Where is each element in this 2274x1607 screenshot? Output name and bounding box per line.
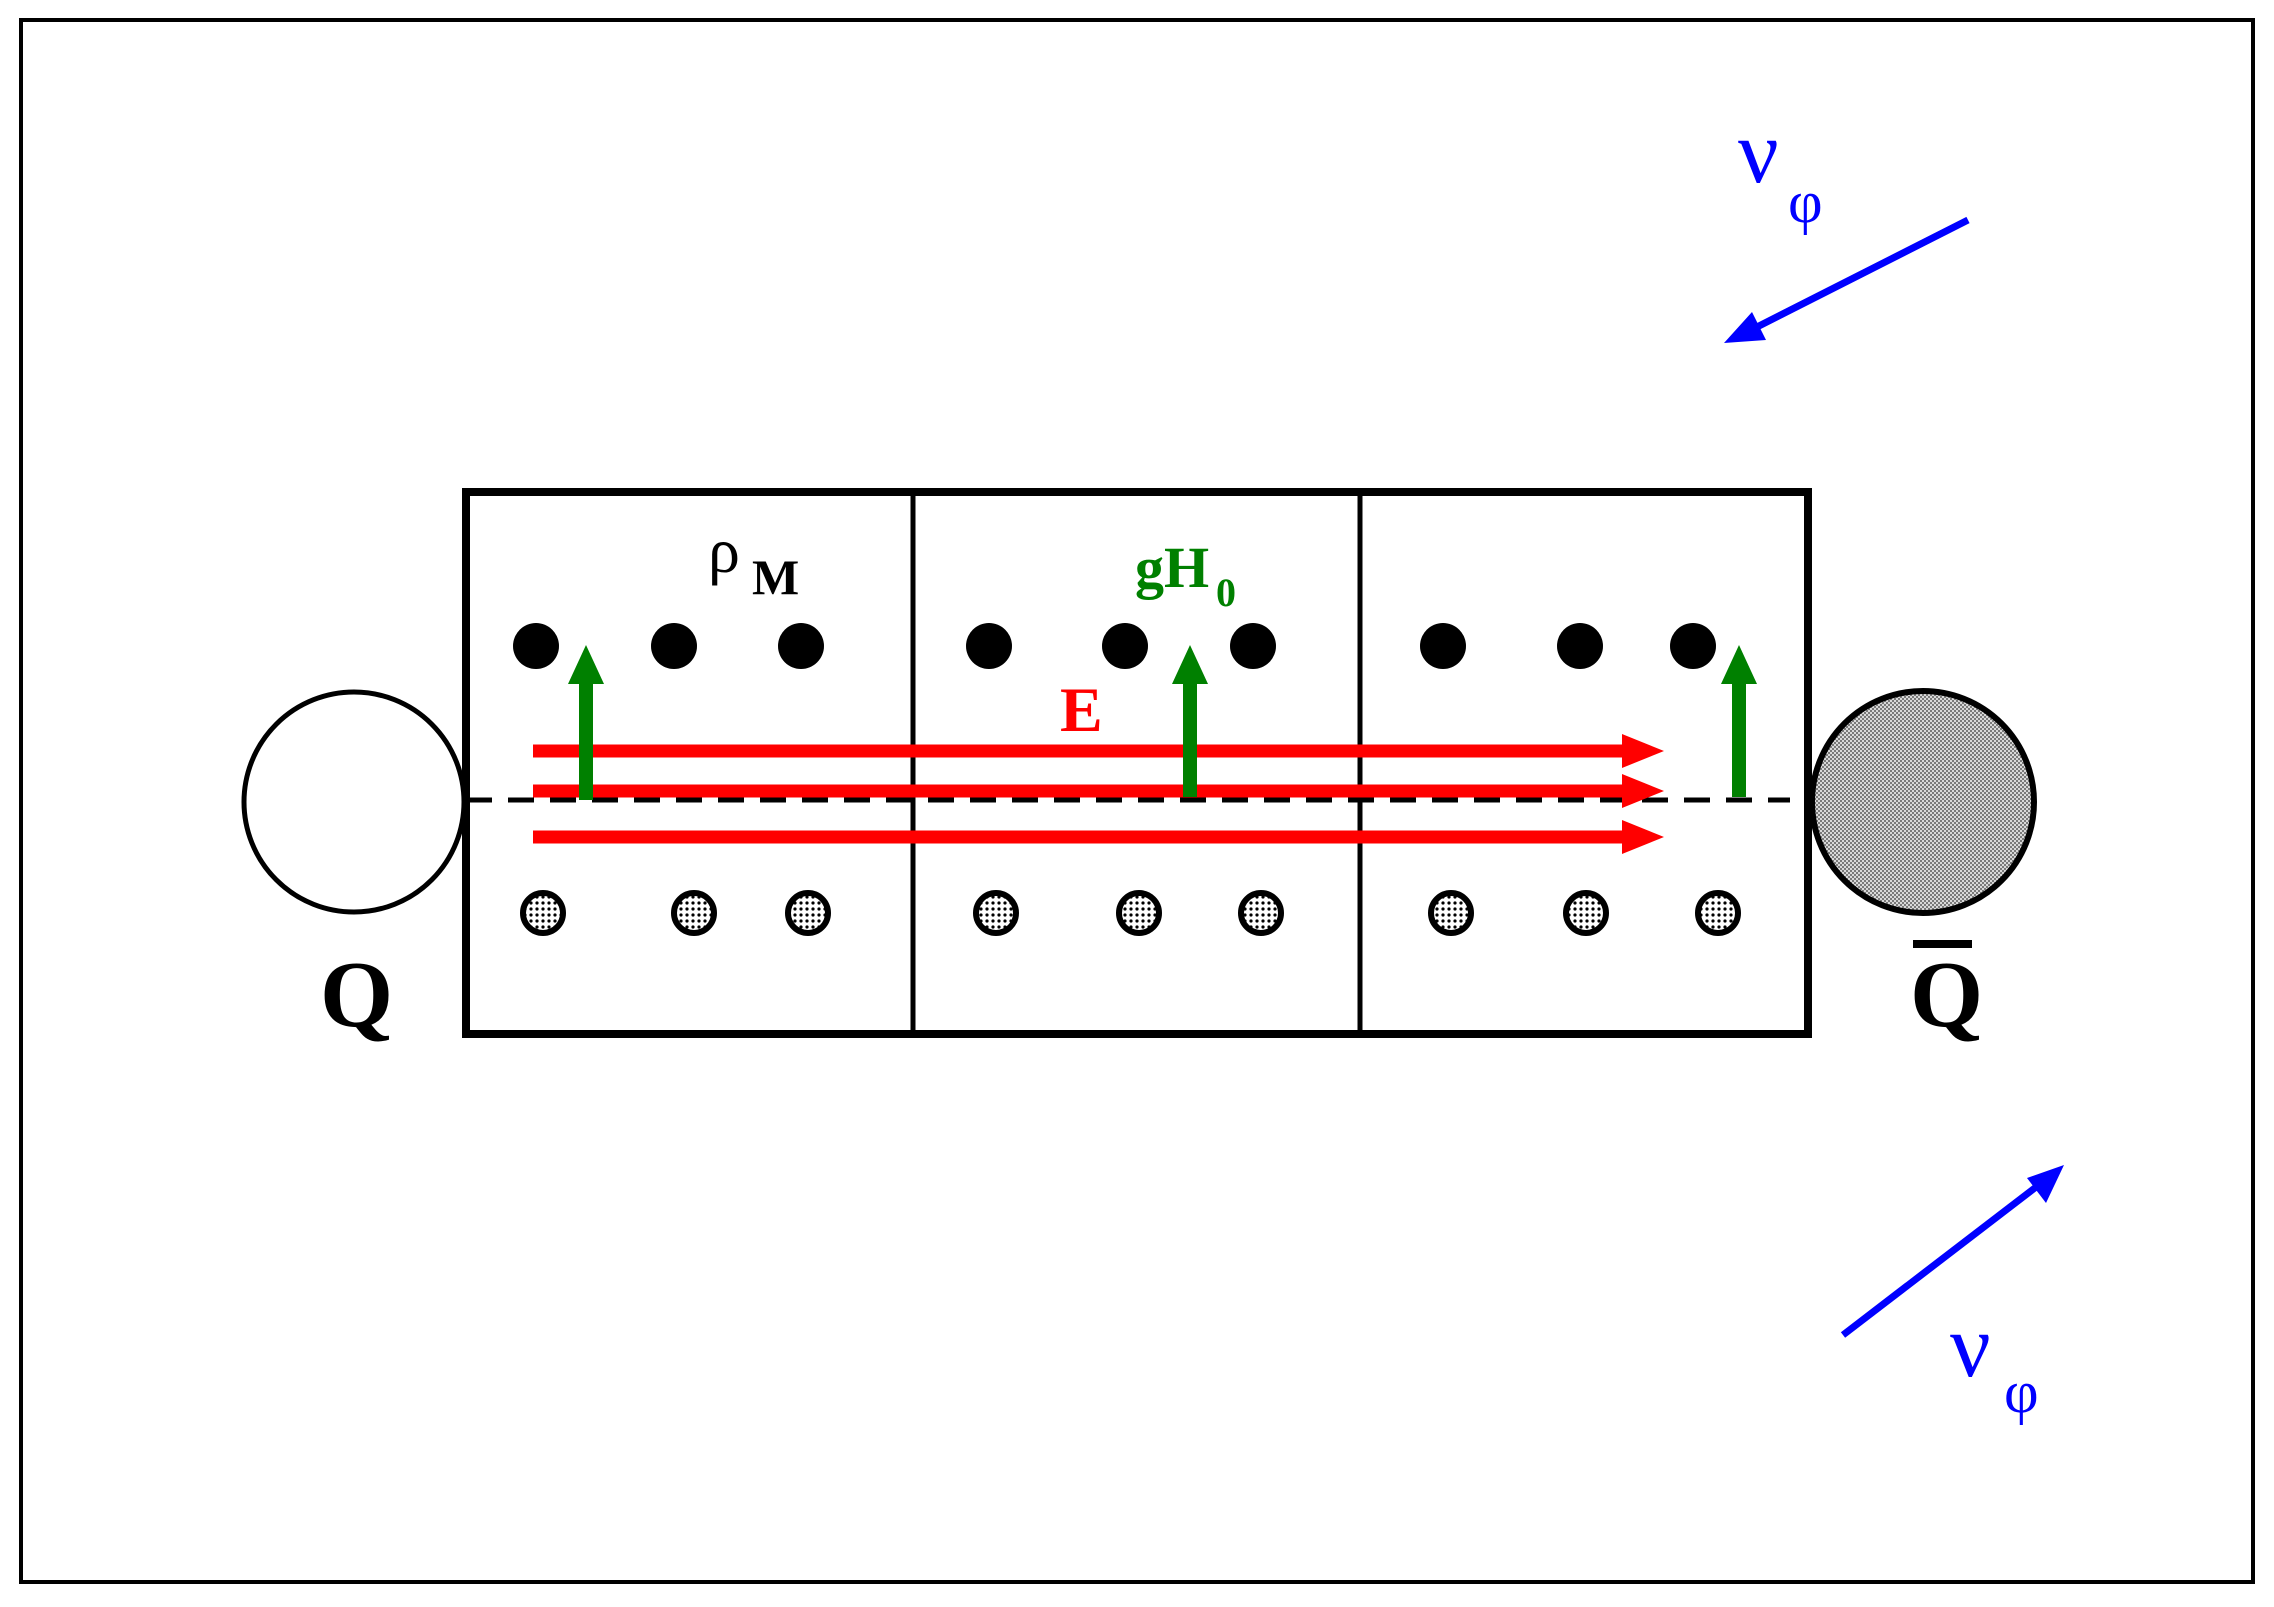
antimonopole (520, 890, 566, 936)
nu-top-label: ν (1738, 103, 1779, 202)
flux-tube-box (462, 488, 1812, 1038)
monopole (1557, 623, 1603, 669)
nu-bottom-subscript: φ (2004, 1359, 2039, 1425)
antiquark-circle (1809, 688, 2037, 916)
monopole (1102, 623, 1148, 669)
antimonopole (973, 890, 1019, 936)
monopole (1230, 623, 1276, 669)
antimonopole (1695, 890, 1741, 936)
monopole (1670, 623, 1716, 669)
antimonopole (1116, 890, 1162, 936)
antimonopole (1563, 890, 1609, 936)
antimonopole (785, 890, 831, 936)
outer-frame (19, 18, 2255, 1584)
gh-arrows (568, 645, 1757, 800)
antimonopole (671, 890, 717, 936)
nu-bottom-arrow (1840, 1165, 2064, 1338)
field-arrow (533, 820, 1664, 854)
field-arrow (533, 734, 1664, 768)
gh-arrow (1721, 645, 1757, 797)
nu-bottom-label: ν (1950, 1297, 1991, 1396)
monopole (966, 623, 1012, 669)
monopole (651, 623, 697, 669)
antiquark-label: Q (1910, 943, 1983, 1047)
monopole (513, 623, 559, 669)
gh-subscript: 0 (1216, 570, 1236, 615)
rho-subscript: M (752, 549, 799, 605)
quark-label: Q (320, 943, 393, 1047)
rho-label: ρ (708, 515, 740, 586)
field-label: E (1060, 674, 1103, 745)
antimonopole (1238, 890, 1284, 936)
gh-arrow (568, 645, 604, 800)
monopole-row (513, 623, 1716, 669)
monopole (1420, 623, 1466, 669)
field-arrow (533, 774, 1664, 808)
nu-top-arrow (1724, 216, 1970, 343)
quark-circle (241, 689, 467, 915)
electric-field-lines (533, 734, 1664, 854)
gh-arrow (1172, 645, 1208, 797)
antimonopole (1428, 890, 1474, 936)
nu-top-subscript: φ (1788, 169, 1823, 235)
gh-label: gH (1135, 535, 1209, 600)
monopole (778, 623, 824, 669)
antimonopole-row (520, 890, 1741, 936)
